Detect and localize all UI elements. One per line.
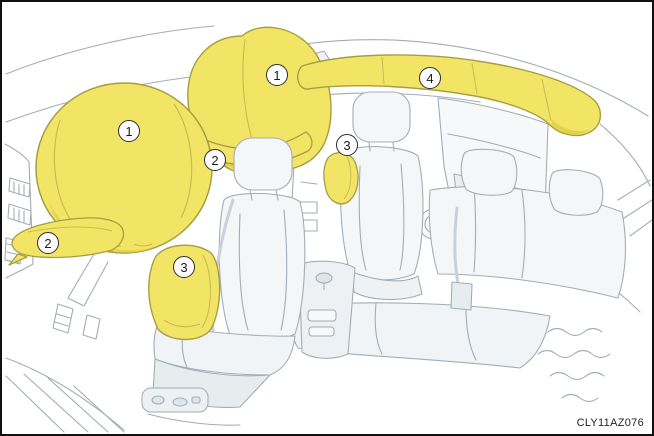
windshield-header-line	[5, 25, 215, 75]
callout-driver-front-airbag: 1	[118, 120, 140, 142]
callout-front-passenger-seat-side-airbag: 3	[336, 134, 358, 156]
left-door-switch-panel	[8, 177, 31, 198]
callout-curtain-shield-airbag: 4	[419, 67, 441, 89]
callout-driver-knee-airbag: 2	[37, 232, 59, 254]
steering-column	[67, 253, 109, 307]
brake-pedal	[52, 303, 74, 334]
carpet-texture	[537, 327, 611, 403]
curtain-shield-airbag-shape	[297, 54, 601, 137]
shift-knob	[315, 272, 333, 284]
left-door-pocket	[7, 203, 32, 226]
callout-front-passenger-airbag: 1	[266, 64, 288, 86]
front-passenger-seat-side-airbag-shape	[323, 152, 359, 205]
callout-driver-seat-side-airbag: 3	[173, 256, 195, 278]
rear-headrest-left	[460, 148, 518, 196]
passenger-headrest	[352, 91, 411, 143]
rear-headrest-right	[548, 169, 604, 216]
right-wall-hatch	[617, 179, 652, 237]
seatbelt-buckle	[450, 281, 473, 311]
figure-code: CLY11AZ076	[576, 417, 644, 429]
right-quarter-line	[599, 123, 651, 187]
left-floor-hatch	[5, 373, 125, 433]
driver-knee-airbag-shape	[8, 217, 125, 266]
accelerator-pedal	[82, 314, 101, 340]
callout-front-passenger-knee-airbag: 2	[204, 149, 226, 171]
center-console	[298, 260, 356, 359]
front-passenger-seat	[340, 91, 424, 301]
rear-seat	[288, 148, 627, 369]
driver-headrest	[233, 137, 293, 191]
rear-seatbelt	[453, 206, 460, 286]
driver-seat-side-airbag-shape	[148, 244, 221, 341]
roofline	[303, 39, 649, 117]
